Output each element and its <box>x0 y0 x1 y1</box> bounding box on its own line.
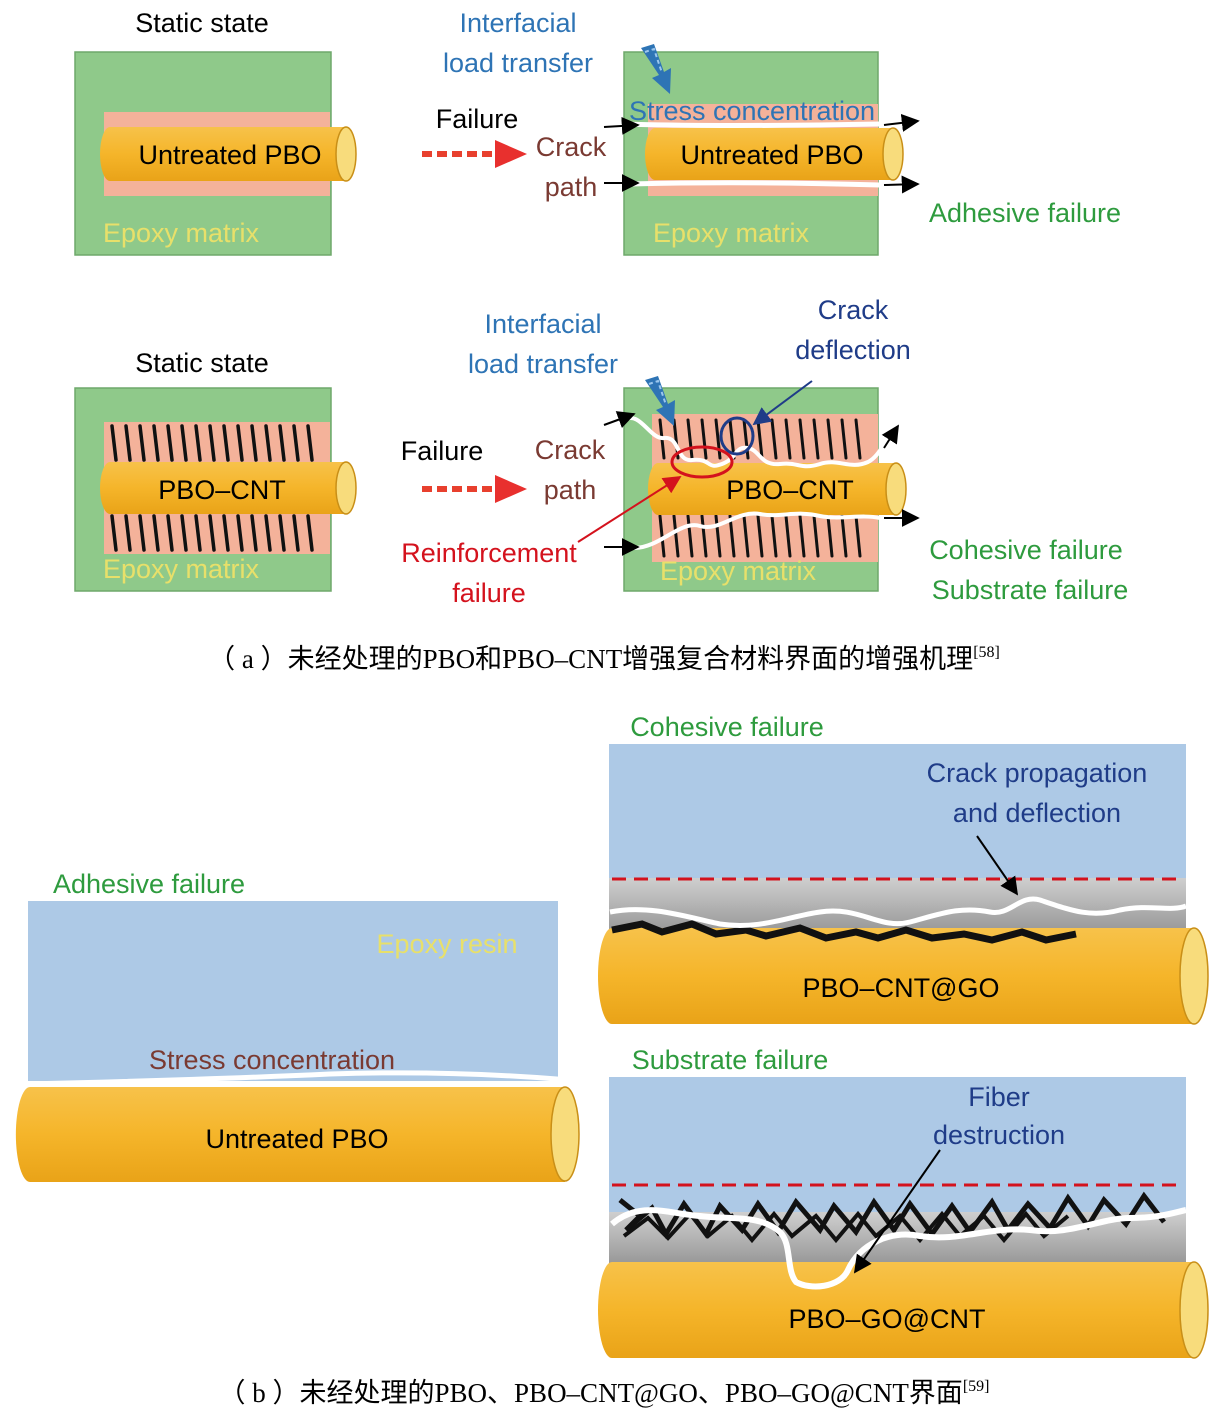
caption-b: （ b ）未经处理的PBO、PBO–CNT@GO、PBO–GO@CNT界面[59… <box>219 1378 990 1408</box>
cnt-go-layer <box>611 920 1077 944</box>
top-failure-arrow: Failure <box>422 104 527 168</box>
stress-concentration-label: Stress concentration <box>149 1045 395 1075</box>
crack-line-top <box>619 121 881 128</box>
failure-label: Failure <box>436 104 519 134</box>
interphase-grey <box>609 1212 1186 1272</box>
interfacial-label-line1: Interfacial <box>459 8 576 38</box>
panel-b-left: Adhesive failure Epoxy resin Stress conc… <box>15 869 580 1182</box>
interfacial-label-line1: Interfacial <box>484 309 601 339</box>
fiber-label: PBO–CNT <box>158 475 286 505</box>
deflection-pointer <box>752 380 813 426</box>
crack-path-bottom <box>633 511 881 550</box>
crack-propagation-label-line1: Crack propagation <box>927 758 1148 788</box>
reinforcement-failure-label-line2: failure <box>452 578 526 608</box>
fiber-label: PBO–GO@CNT <box>789 1304 986 1334</box>
cnt-bristles-bottom <box>658 514 862 558</box>
panel-a-bottom-right: Interfacial load transfer Crack deflecti… <box>401 295 1128 608</box>
panel-a-bottom-left: Static state PBO–CNT Epoxy matrix <box>74 348 357 592</box>
crack-deflection-label-line1: Crack <box>818 295 889 325</box>
untreated-pbo-fiber <box>100 126 357 182</box>
fiber-label: PBO–CNT <box>726 475 854 505</box>
bottom-failure-arrow: Failure <box>401 436 527 503</box>
substrate-failure-label: Substrate failure <box>932 575 1129 605</box>
static-state-heading: Static state <box>135 8 269 38</box>
cnt-bristles-top <box>110 424 314 462</box>
stress-concentration-label: Stress concentration <box>629 96 875 126</box>
crack-path-label-line1: Crack <box>536 132 607 162</box>
fiber-destruction-label-line2: destruction <box>933 1120 1065 1150</box>
untreated-pbo-fiber <box>15 1086 580 1182</box>
interfacial-label-line2: load transfer <box>443 48 593 78</box>
crack-propagation-label-line2: and deflection <box>953 798 1121 828</box>
reinforcement-circle <box>670 445 734 479</box>
reinforcement-failure-label-line1: Reinforcement <box>401 538 577 568</box>
fiber-label: PBO–CNT@GO <box>803 973 1000 1003</box>
cohesive-failure-label: Cohesive failure <box>929 535 1123 565</box>
caption-a: （ a ）未经处理的PBO和PBO–CNT增强复合材料界面的增强机理[58] <box>208 644 1000 674</box>
crack-path-label-line1: Crack <box>535 435 606 465</box>
adhesive-failure-label: Adhesive failure <box>929 198 1121 228</box>
panel-b-right-bottom: Substrate failure Fiber destruction PBO–… <box>598 1045 1209 1359</box>
crack-path <box>609 896 1187 928</box>
crack-line-bottom <box>629 180 881 188</box>
panel-a-top-left: Static state Untreated PBO Epoxy matrix <box>74 8 357 256</box>
crack-path-label-line2: path <box>544 475 597 505</box>
crack-path <box>610 1207 1187 1290</box>
interfacial-label-line2: load transfer <box>468 349 618 379</box>
load-transfer-arrow-icon <box>645 376 675 426</box>
failure-label: Failure <box>401 436 484 466</box>
interface-crack <box>25 1070 571 1087</box>
panel-b-right-top: Cohesive failure Crack propagation and d… <box>598 712 1209 1025</box>
substrate-failure-title: Substrate failure <box>632 1045 829 1075</box>
static-state-heading: Static state <box>135 348 269 378</box>
epoxy-resin-block <box>28 901 558 1081</box>
matrix-label: Epoxy matrix <box>660 556 817 586</box>
fiber-label: Untreated PBO <box>138 140 321 170</box>
matrix-label: Epoxy matrix <box>653 218 810 248</box>
pbo-cnt-go-fiber <box>598 927 1209 1025</box>
fiber-label: Untreated PBO <box>680 140 863 170</box>
load-transfer-arrow-icon <box>641 44 671 94</box>
fiber-destruction-label-line1: Fiber <box>968 1082 1030 1112</box>
untreated-pbo-fiber <box>645 127 904 181</box>
matrix-label: Epoxy matrix <box>103 554 260 584</box>
reinforcement-pointer <box>577 476 682 543</box>
cnt-bristles-top <box>658 418 862 460</box>
matrix-label: Epoxy matrix <box>103 218 260 248</box>
cnt-bristles-bottom <box>110 514 314 552</box>
fiber-label: Untreated PBO <box>205 1124 388 1154</box>
pbo-cnt-fiber <box>100 461 357 515</box>
cohesive-failure-title: Cohesive failure <box>630 712 824 742</box>
crack-deflection-label-line2: deflection <box>795 335 911 365</box>
panel-a-top-right: Interfacial load transfer Stress concent… <box>443 8 1121 256</box>
crack-path-label-line2: path <box>545 172 598 202</box>
adhesive-failure-title: Adhesive failure <box>53 869 245 899</box>
pbo-go-cnt-fiber <box>598 1261 1209 1359</box>
deflection-circle <box>719 416 755 456</box>
epoxy-resin-label: Epoxy resin <box>376 929 517 959</box>
